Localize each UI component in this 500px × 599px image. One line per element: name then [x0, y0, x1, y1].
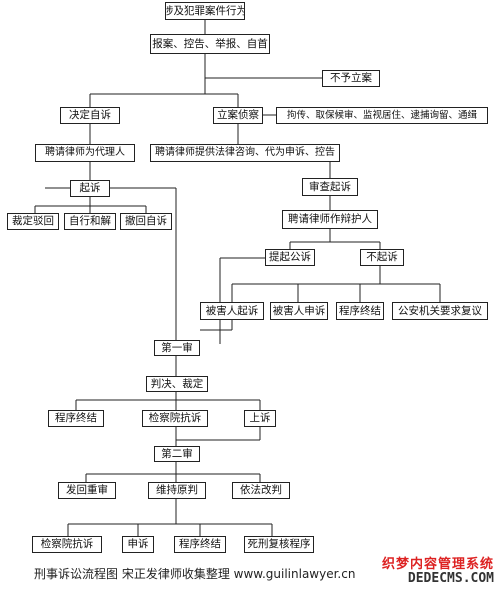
node-public-prosecution: 提起公诉 [265, 249, 315, 266]
node-report: 报案、控告、举报、自首 [150, 34, 270, 54]
node-reject: 裁定驳回 [7, 213, 59, 230]
node-hire-consult: 聘请律师提供法律咨询、代为申诉、控告 [150, 144, 340, 162]
node-review-prosecute: 审查起诉 [302, 178, 358, 196]
node-end-2: 程序终结 [48, 410, 104, 427]
node-no-prosecution: 不起诉 [360, 249, 404, 266]
node-no-case: 不予立案 [322, 70, 380, 87]
node-protest-1: 检察院抗诉 [142, 410, 208, 427]
node-file-case: 立案侦察 [213, 107, 263, 124]
watermark-line-1: 织梦内容管理系统 [381, 557, 494, 572]
node-end-1: 程序终结 [336, 302, 384, 320]
node-withdraw: 撤回自诉 [120, 213, 172, 230]
node-second-trial: 第二审 [154, 446, 200, 462]
node-amend: 依法改判 [232, 482, 290, 499]
watermark-line-2: DEDECMS.COM [407, 570, 494, 586]
node-victim-sue: 被害人起诉 [200, 302, 264, 320]
node-police-review: 公安机关要求复议 [392, 302, 488, 320]
footer-caption: 刑事诉讼流程图 宋正发律师收集整理 www.guilinlawyer.cn [34, 567, 356, 581]
node-remand: 发回重审 [58, 482, 116, 499]
node-measures: 拘传、取保候审、监视居住、逮捕询留、通缉 [276, 107, 488, 124]
node-uphold: 维持原判 [148, 482, 206, 499]
node-crime: 涉及犯罪案件行为 [165, 2, 245, 20]
node-judgment: 判决、裁定 [146, 376, 208, 392]
node-first-trial: 第一审 [154, 340, 200, 356]
node-self-sue: 决定自诉 [60, 107, 120, 124]
node-appeal: 上诉 [244, 410, 276, 427]
node-petition: 申诉 [122, 536, 154, 553]
node-protest-2: 检察院抗诉 [32, 536, 102, 553]
watermark-logo: 织梦内容管理系统 DEDECMS.COM [382, 558, 494, 585]
node-hire-agent: 聘请律师为代理人 [35, 144, 135, 162]
node-sue: 起诉 [70, 180, 110, 197]
node-hire-defender: 聘请律师作辩护人 [282, 210, 378, 229]
node-death-review: 死刑复核程序 [244, 536, 314, 553]
node-settle: 自行和解 [64, 213, 116, 230]
node-victim-appeal: 被害人申诉 [270, 302, 328, 320]
node-end-3: 程序终结 [174, 536, 226, 553]
